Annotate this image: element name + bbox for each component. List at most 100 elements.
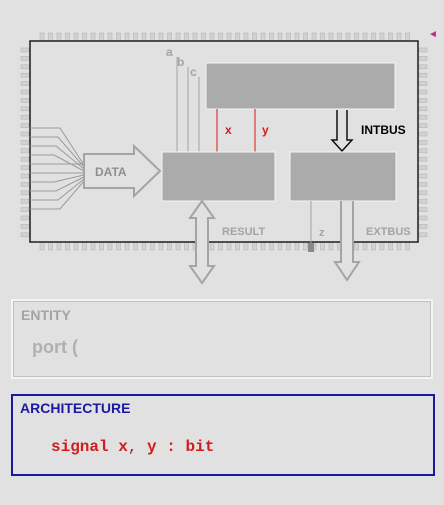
chip-pin <box>418 64 428 70</box>
chip-pin <box>418 215 428 221</box>
data-arrow <box>83 143 162 199</box>
code-signal-y: y <box>147 438 157 456</box>
chip-pin <box>226 241 232 251</box>
chip-pin <box>418 190 428 196</box>
chip-pin <box>133 241 138 251</box>
chip-pin <box>252 32 257 42</box>
entity-panel: ENTITY port ( <box>11 299 433 379</box>
chip-pin <box>124 241 130 251</box>
chip-pin <box>418 224 428 229</box>
chip-pin <box>405 32 410 42</box>
chip-pin <box>379 241 385 251</box>
chip-pin <box>418 72 428 78</box>
signal-y-label: y <box>262 123 269 137</box>
chip-pin <box>158 32 164 42</box>
chip-pin <box>20 131 30 137</box>
signal-x-label: x <box>225 123 232 137</box>
intbus-label: INTBUS <box>361 123 406 137</box>
chip-pin <box>243 32 249 42</box>
result-arrow <box>188 199 216 285</box>
chip-pin <box>124 32 130 42</box>
chip-pin <box>418 173 428 179</box>
chip-pin <box>20 165 30 170</box>
entity-code: port ( <box>32 337 78 357</box>
signal-c-label: c <box>190 65 197 79</box>
chip-pin <box>20 89 30 95</box>
chip-pin <box>20 182 30 187</box>
chip-pin <box>235 32 240 42</box>
chip-pin <box>320 32 325 42</box>
pins-top <box>39 32 410 42</box>
chip-pin <box>116 241 121 251</box>
chip-pin <box>56 241 62 251</box>
chip-pin <box>277 241 283 251</box>
chip-pin <box>141 241 147 251</box>
architecture-code: signal x, y : bit <box>51 438 214 456</box>
chip-pin <box>418 47 428 53</box>
chip-pin <box>20 148 30 154</box>
chip-pin <box>20 173 30 179</box>
chip-pin <box>48 241 53 251</box>
abc-signal-lines <box>176 57 200 152</box>
chip-pin <box>418 56 428 61</box>
chip-pin <box>73 241 79 251</box>
chip-pin <box>201 32 206 42</box>
chip-pin <box>303 241 308 251</box>
chip-pin <box>235 241 240 251</box>
chip-pin <box>20 106 30 112</box>
chip-pin <box>20 198 30 204</box>
circuit-diagram: ◄ DATA a b c <box>20 29 438 285</box>
chip-pin <box>48 32 53 42</box>
signal-z-pin <box>308 243 314 252</box>
chip-pin <box>396 32 402 42</box>
chip-pin <box>277 32 283 42</box>
chip-pin <box>388 32 393 42</box>
chip-pin <box>418 89 428 95</box>
pins-bottom <box>39 241 410 251</box>
architecture-panel: ARCHITECTURE signal x, y : bit <box>11 394 435 476</box>
chip-pin <box>405 241 410 251</box>
chip-pin <box>82 32 87 42</box>
chip-pin <box>116 32 121 42</box>
signal-a-label: a <box>166 45 173 59</box>
chip-pin <box>418 165 428 170</box>
chip-pin <box>286 241 291 251</box>
chip-pin <box>20 190 30 196</box>
chip-pin <box>99 32 104 42</box>
chip-pin <box>175 241 181 251</box>
chip-pin <box>90 241 96 251</box>
chip-pin <box>167 241 172 251</box>
chip-pin <box>418 106 428 112</box>
chip-pin <box>20 215 30 221</box>
chip-pin <box>184 32 189 42</box>
chip-pin <box>20 47 30 53</box>
chip-pin <box>294 241 300 251</box>
chip-pin <box>20 81 30 86</box>
chip-pin <box>65 32 70 42</box>
chip-pin <box>107 241 113 251</box>
chip-pin <box>418 131 428 137</box>
chip-pin <box>418 198 428 204</box>
chip-pin <box>56 32 62 42</box>
chip-pin <box>252 241 257 251</box>
chip-pin <box>20 98 30 103</box>
extbus-label: EXTBUS <box>366 226 411 238</box>
chip-pin <box>39 241 45 251</box>
chip-pin <box>90 32 96 42</box>
chip-pin <box>20 56 30 61</box>
chip-pin <box>218 241 223 251</box>
chip-pin <box>303 32 308 42</box>
chip-pin <box>20 156 30 162</box>
chip-pin <box>294 32 300 42</box>
chip-pin <box>20 207 30 212</box>
chip-pin <box>345 32 351 42</box>
chip-pin <box>73 32 79 42</box>
extbus-block <box>289 151 397 202</box>
chip-pin <box>354 241 359 251</box>
code-keyword: signal <box>51 438 109 456</box>
code-comma: , <box>127 438 138 456</box>
chip-pin <box>167 32 172 42</box>
chip-pin <box>418 148 428 154</box>
result-label: RESULT <box>222 226 265 238</box>
